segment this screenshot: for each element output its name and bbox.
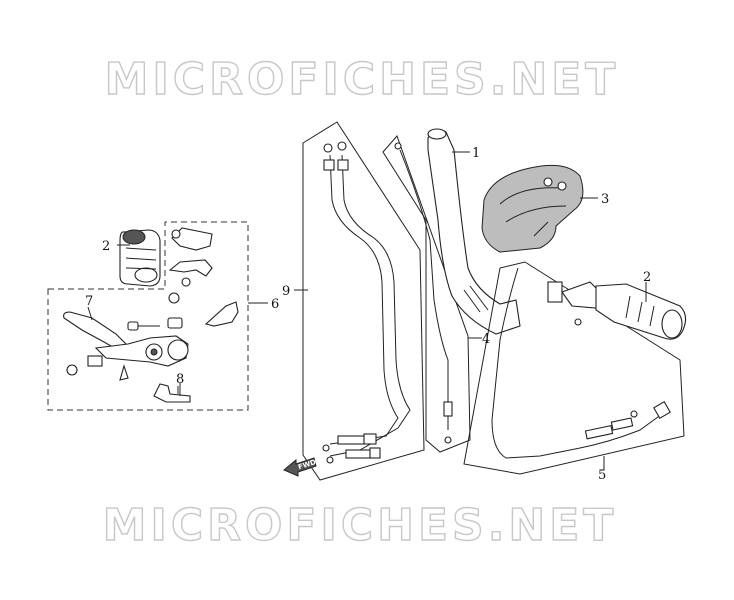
handlebar-pad (481, 164, 598, 253)
left-grip (119, 229, 161, 287)
callout-5: 5 (598, 468, 606, 483)
handlebar (427, 128, 521, 335)
lever-perch-bolt (153, 383, 191, 403)
callout-1: 1 (472, 146, 480, 161)
callout-7: 7 (85, 294, 93, 309)
callout-4: 4 (482, 332, 490, 347)
callout-9: 9 (282, 284, 290, 299)
forward-arrow-icon: FWD (283, 457, 317, 477)
callout-2-right: 2 (643, 270, 651, 285)
callout-3: 3 (601, 192, 609, 207)
watermark-bottom: MICROFICHES.NET (103, 500, 618, 551)
callout-8: 8 (176, 372, 184, 387)
throttle-cable-panel (382, 135, 482, 453)
brake-lever (63, 311, 189, 381)
right-grip (595, 282, 687, 340)
watermark-top: MICROFICHES.NET (105, 54, 620, 105)
lever-assembly-group (47, 221, 268, 411)
callout-2-left: 2 (102, 239, 110, 254)
callout-6: 6 (271, 297, 279, 312)
clamp-bracket (167, 227, 239, 329)
cable-panel (294, 121, 425, 481)
throttle-panel (463, 261, 685, 475)
